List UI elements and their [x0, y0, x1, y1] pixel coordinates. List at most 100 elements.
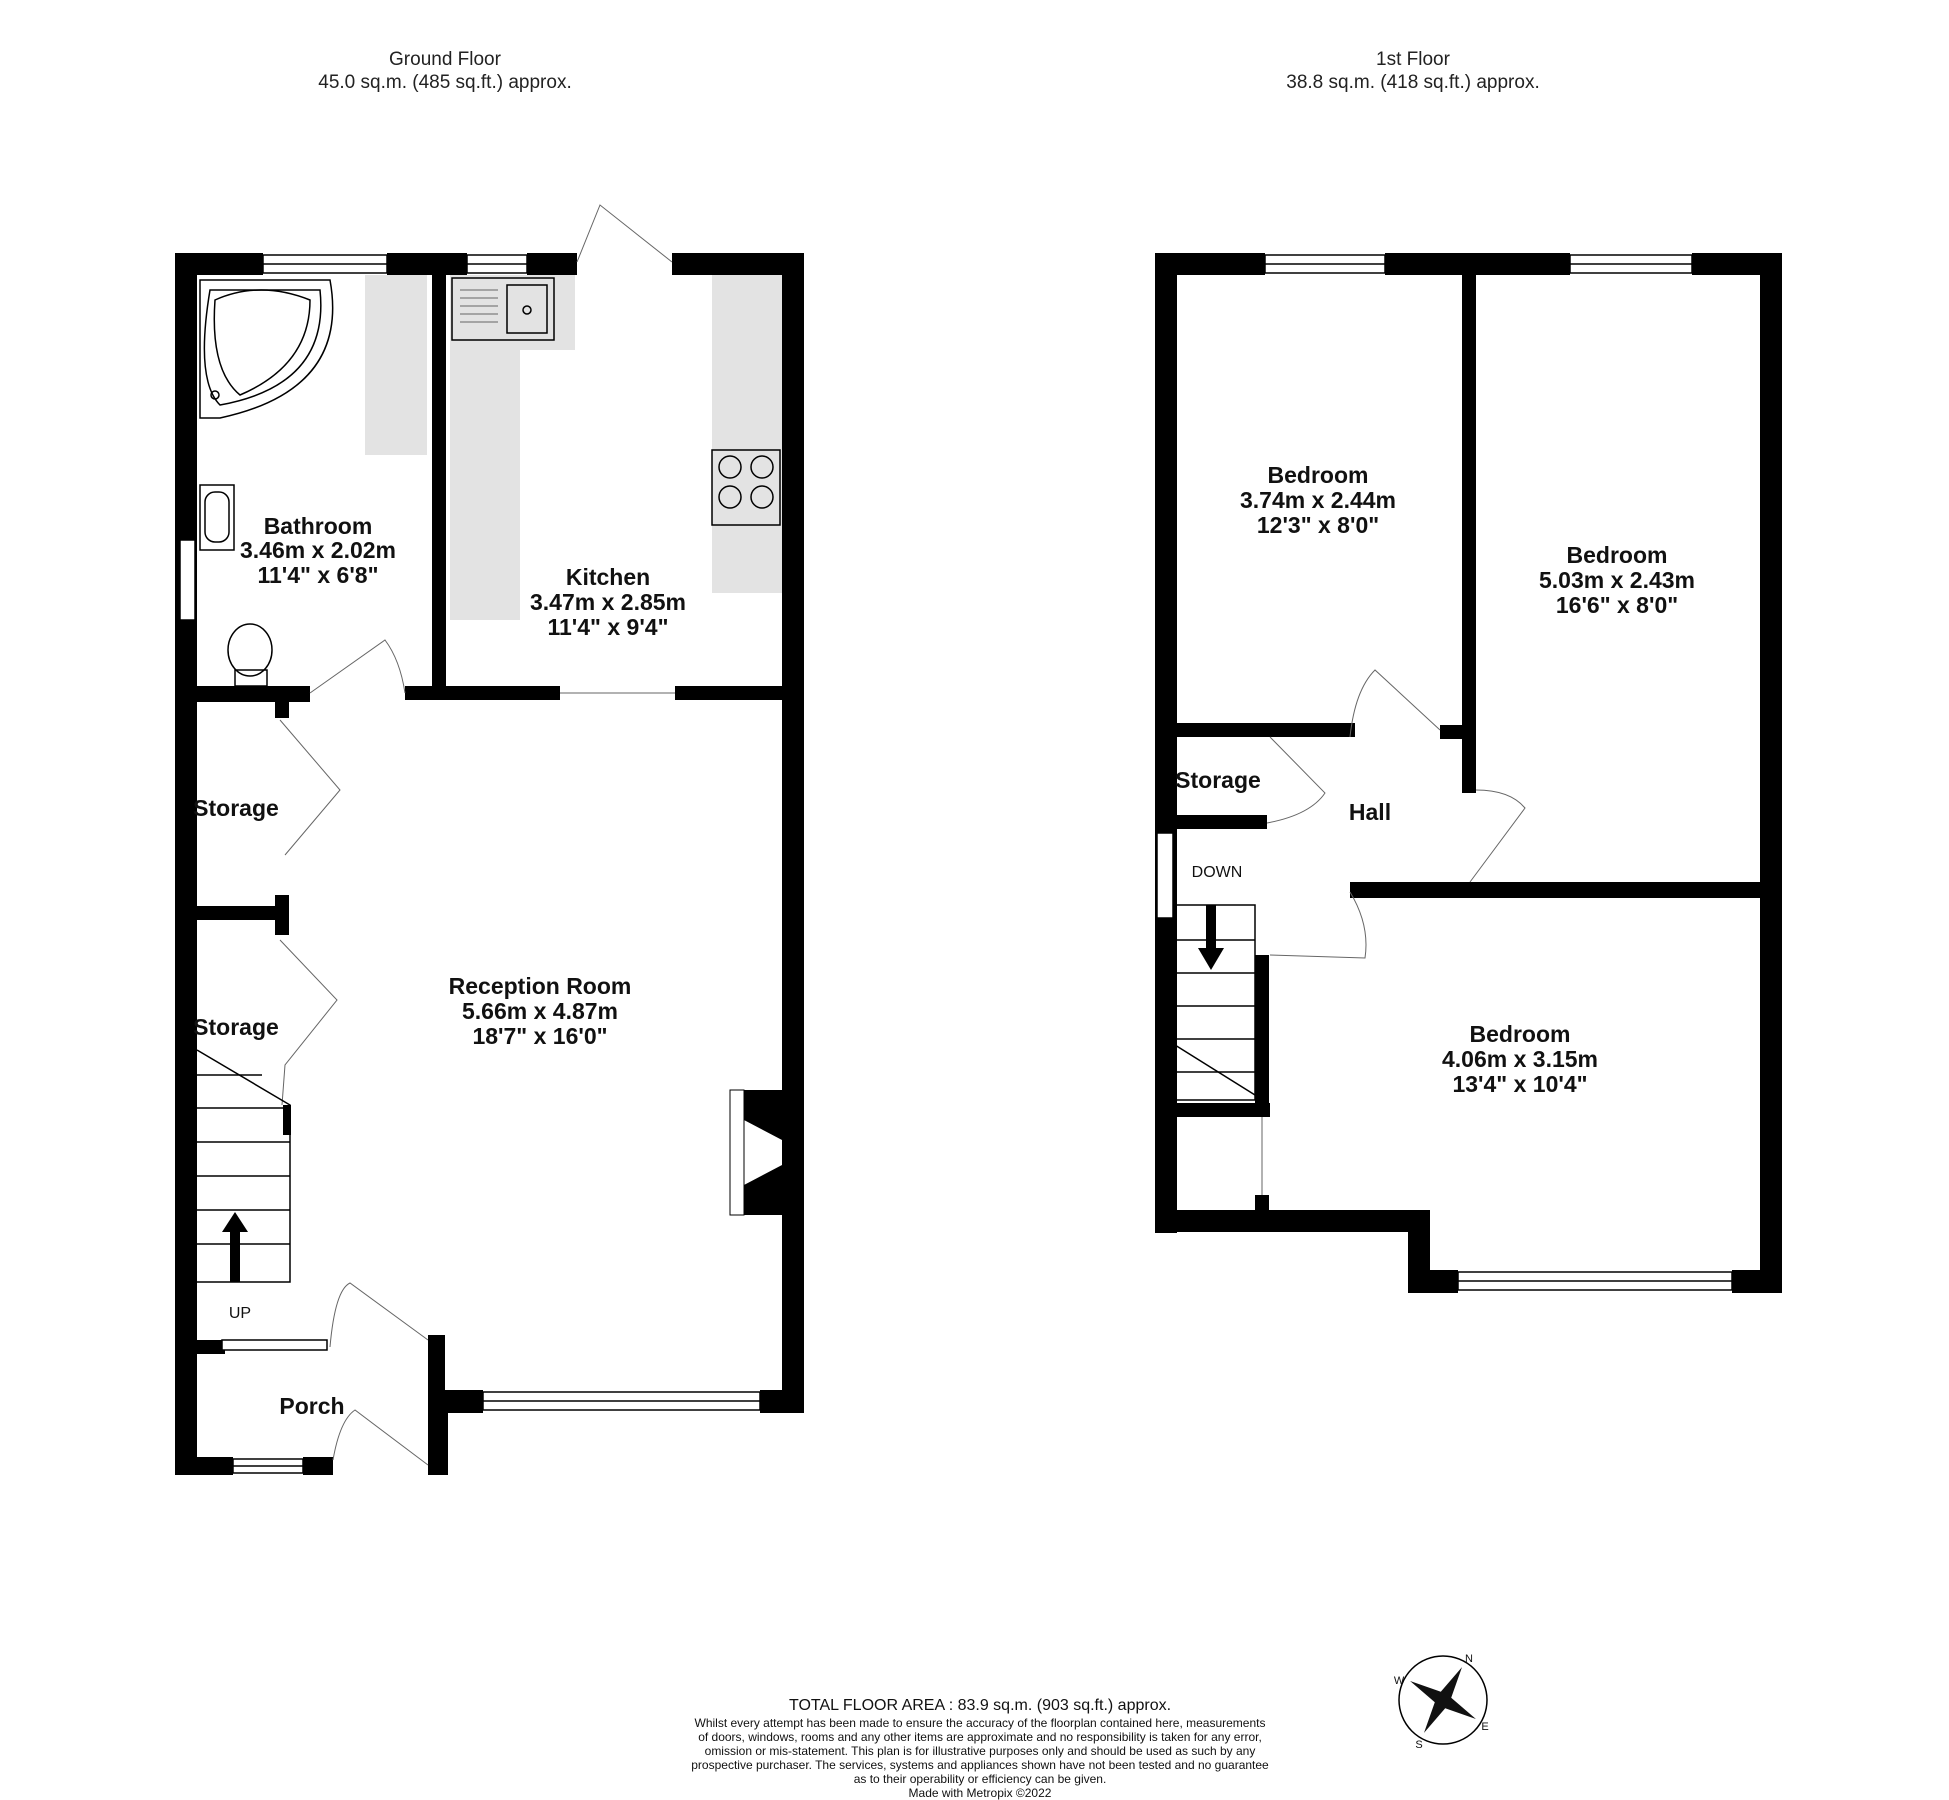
kitchen-counter-right: [712, 275, 782, 593]
storage-name: Storage: [1175, 767, 1261, 793]
window: [1156, 832, 1174, 919]
ground-floor-area: 45.0 sq.m. (485 sq.ft.) approx.: [318, 72, 571, 93]
wall: [1385, 253, 1570, 275]
first-floor-stairs: [1174, 904, 1256, 1101]
window: [221, 1339, 328, 1351]
wall: [1155, 253, 1265, 275]
wall: [1440, 725, 1468, 739]
wall: [1155, 253, 1177, 1233]
door-swing: [329, 1282, 429, 1348]
disclaimer-line: Whilst every attempt has been made to en…: [695, 1716, 1266, 1730]
bathroom-name: Bathroom: [264, 513, 373, 539]
storage-name: Storage: [193, 1014, 279, 1040]
wall: [760, 1390, 804, 1413]
bathroom-imperial: 11'4" x 6'8": [257, 562, 378, 588]
wall: [1350, 882, 1780, 898]
first-floor-title: 1st Floor: [1376, 49, 1451, 70]
compass-icon: N E S W: [1394, 1653, 1489, 1751]
bathroom-sink: [199, 484, 235, 551]
wall: [428, 1405, 448, 1475]
bathroom-metric: 3.46m x 2.02m: [240, 537, 396, 563]
wall: [1155, 723, 1355, 737]
bedroom-imperial: 16'6" x 8'0": [1556, 592, 1678, 618]
reception-imperial: 18'7" x 16'0": [472, 1023, 607, 1049]
wall: [675, 686, 785, 700]
ground-floor-plan: UP: [175, 204, 804, 1475]
disclaimer-line: Made with Metropix ©2022: [909, 1786, 1052, 1800]
wall: [1175, 1103, 1270, 1117]
wall: [1462, 253, 1476, 793]
first-floor-area: 38.8 sq.m. (418 sq.ft.) approx.: [1286, 72, 1539, 93]
door-swing: [1469, 789, 1526, 883]
toilet: [227, 623, 273, 687]
compass-north: N: [1465, 1653, 1473, 1665]
wall: [1155, 1210, 1430, 1232]
bathroom-cabinet: [365, 275, 427, 455]
door-swing: [1266, 736, 1326, 824]
disclaimer: Whilst every attempt has been made to en…: [691, 1716, 1269, 1800]
wall: [428, 1335, 445, 1413]
stairs-down-label: DOWN: [1192, 864, 1243, 881]
kitchen-name: Kitchen: [566, 564, 650, 590]
hall-name: Hall: [1349, 799, 1391, 825]
fireplace-chimney: [744, 1090, 782, 1215]
door-swing: [1269, 891, 1367, 959]
wall: [275, 686, 289, 718]
reception-metric: 5.66m x 4.87m: [462, 998, 618, 1024]
wall: [782, 253, 804, 1413]
corner-bath: [199, 279, 334, 419]
bedroom-imperial: 12'3" x 8'0": [1257, 512, 1379, 538]
compass-west: W: [1394, 1675, 1405, 1687]
wall: [175, 906, 285, 920]
ground-floor-title: Ground Floor: [389, 49, 502, 70]
wall: [175, 686, 310, 702]
disclaimer-line: of doors, windows, rooms and any other i…: [698, 1730, 1262, 1744]
porch-name: Porch: [279, 1393, 344, 1419]
wall: [175, 253, 197, 1473]
first-floor-plan: DOWN Bedroom 3.74m x 2.44m 12'3" x 8'0" …: [1155, 253, 1782, 1293]
bedroom-name: Bedroom: [1268, 462, 1369, 488]
kitchen-metric: 3.47m x 2.85m: [530, 589, 686, 615]
wall: [1732, 1270, 1782, 1293]
wall: [275, 895, 289, 935]
disclaimer-line: prospective purchaser. The services, sys…: [691, 1758, 1269, 1772]
bedroom-metric: 5.03m x 2.43m: [1539, 567, 1695, 593]
bedroom-metric: 4.06m x 3.15m: [1442, 1046, 1598, 1072]
wall: [527, 253, 577, 275]
door-swing: [279, 939, 338, 1106]
kitchen-counter-top: [450, 275, 575, 350]
wall: [405, 686, 560, 700]
wall: [432, 253, 446, 693]
wall: [303, 1457, 333, 1475]
bedroom-imperial: 13'4" x 10'4": [1452, 1071, 1587, 1097]
wall: [387, 253, 467, 275]
wall: [283, 1105, 291, 1135]
kitchen-imperial: 11'4" x 9'4": [547, 614, 668, 640]
ground-stairs: [196, 1049, 291, 1283]
wall: [1692, 253, 1782, 275]
total-floor-area: TOTAL FLOOR AREA : 83.9 sq.m. (903 sq.ft…: [789, 1697, 1171, 1714]
kitchen-sink: [451, 277, 555, 341]
wall: [1255, 1195, 1269, 1230]
disclaimer-line: as to their operability or efficiency ca…: [854, 1772, 1107, 1786]
compass-east: E: [1481, 1721, 1488, 1733]
kitchen-hob: [711, 449, 781, 526]
storage-name: Storage: [193, 795, 279, 821]
wall: [175, 253, 263, 275]
wall: [1175, 815, 1267, 829]
window: [179, 539, 196, 621]
reception-name: Reception Room: [449, 973, 632, 999]
door-swing: [332, 1409, 429, 1466]
fireplace-hearth: [729, 1089, 745, 1216]
wall: [175, 1340, 225, 1354]
compass-south: S: [1415, 1739, 1422, 1751]
wall: [445, 1390, 483, 1413]
wall: [175, 1457, 233, 1475]
door-swing: [309, 639, 406, 694]
stairs-up-label: UP: [229, 1305, 251, 1322]
wall: [1255, 955, 1269, 1115]
bedroom-name: Bedroom: [1567, 542, 1668, 568]
door-swing: [576, 204, 673, 263]
wall: [672, 253, 804, 275]
